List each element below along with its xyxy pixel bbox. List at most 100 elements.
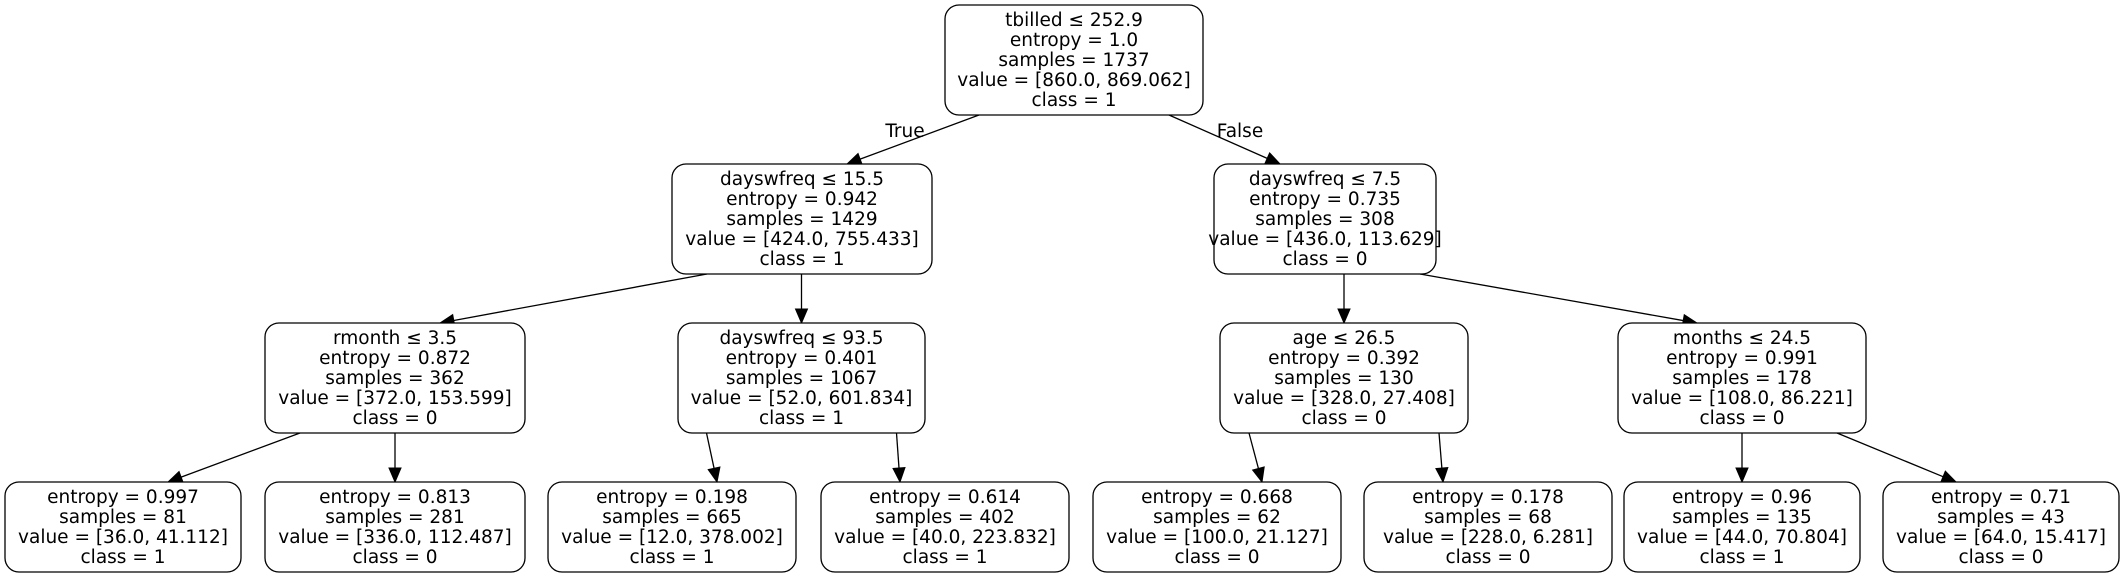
node-line: entropy = 0.991 (1666, 348, 1818, 369)
node-line: entropy = 1.0 (1010, 30, 1138, 51)
tree-edge-root-n2: False (1168, 114, 1282, 165)
node-line: class = 0 (353, 408, 438, 429)
edge-line (859, 114, 980, 160)
node-box (1623, 481, 1861, 573)
tree-edge-n5-l6 (1435, 432, 1449, 484)
node-line: value = [424.0, 755.433] (685, 229, 918, 250)
node-line: dayswfreq ≤ 7.5 (1249, 169, 1401, 190)
edge-line (1438, 432, 1443, 469)
tree-edge-n2-n5 (1337, 274, 1351, 325)
node-line: class = 1 (630, 547, 715, 568)
node-line: class = 0 (353, 547, 438, 568)
node-line: entropy = 0.401 (726, 348, 878, 369)
node-line: entropy = 0.813 (319, 487, 471, 508)
node-line: entropy = 0.71 (1931, 487, 2071, 508)
edge-line (1836, 432, 1944, 478)
arrowhead-icon (1251, 466, 1265, 484)
arrowhead-icon (1435, 466, 1449, 484)
node-line: samples = 1429 (726, 209, 877, 230)
node-line: value = [40.0, 223.832] (834, 527, 1056, 548)
node-line: samples = 1067 (726, 368, 877, 389)
node-box (944, 4, 1204, 116)
node-line: samples = 362 (325, 368, 464, 389)
node-line: entropy = 0.997 (47, 487, 199, 508)
edge-line (1248, 432, 1260, 469)
node-line: samples = 68 (1424, 507, 1552, 528)
node-line: class = 0 (1283, 249, 1368, 270)
tree-edge-n6-l8 (1836, 432, 1958, 483)
node-line: value = [36.0, 41.112] (18, 527, 228, 548)
node-line: entropy = 0.198 (596, 487, 748, 508)
edge-label-true: True (884, 121, 924, 142)
node-line: class = 0 (1700, 408, 1785, 429)
node-line: class = 1 (903, 547, 988, 568)
node-line: rmonth ≤ 3.5 (333, 328, 457, 349)
node-box (1219, 322, 1469, 434)
tree-edge-n4-l4 (892, 432, 906, 484)
node-box (4, 481, 242, 573)
node-line: entropy = 0.96 (1672, 487, 1812, 508)
node-line: class = 0 (1175, 547, 1260, 568)
edge-line (895, 432, 900, 469)
node-line: class = 1 (1032, 90, 1117, 111)
node-line: value = [860.0, 869.062] (957, 70, 1190, 91)
tree-edge-n6-l7 (1735, 433, 1749, 484)
node-line: dayswfreq ≤ 93.5 (719, 328, 883, 349)
node-line: class = 1 (760, 249, 845, 270)
node-line: entropy = 0.178 (1412, 487, 1564, 508)
node-line: value = [44.0, 70.804] (1637, 527, 1847, 548)
node-box (820, 481, 1070, 573)
node-line: class = 0 (1959, 547, 2044, 568)
tree-edge-n5-l5 (1248, 432, 1265, 484)
tree-edge-n4-l3 (705, 432, 721, 484)
node-line: value = [336.0, 112.487] (278, 527, 511, 548)
node-line: entropy = 0.872 (319, 348, 471, 369)
node-line: samples = 62 (1153, 507, 1281, 528)
node-line: value = [228.0, 6.281] (1383, 527, 1593, 548)
node-line: value = [372.0, 153.599] (278, 388, 511, 409)
arrowhead-icon (388, 467, 402, 484)
node-line: samples = 281 (325, 507, 464, 528)
node-line: class = 1 (81, 547, 166, 568)
arrowhead-icon (1940, 470, 1958, 483)
node-line: samples = 81 (59, 507, 187, 528)
node-line: value = [100.0, 21.127] (1106, 527, 1328, 548)
node-line: class = 0 (1446, 547, 1531, 568)
node-line: class = 0 (1302, 408, 1387, 429)
node-line: entropy = 0.668 (1141, 487, 1293, 508)
node-line: class = 1 (1700, 547, 1785, 568)
edge-line (180, 432, 301, 478)
node-line: months ≤ 24.5 (1673, 328, 1811, 349)
node-box (1617, 322, 1867, 434)
edge-label-false: False (1217, 121, 1263, 142)
node-box (264, 322, 526, 434)
node-box (1882, 481, 2120, 573)
node-box (1363, 481, 1613, 573)
node-box (1213, 163, 1437, 275)
node-line: value = [52.0, 601.834] (691, 388, 913, 409)
node-line: samples = 665 (602, 507, 741, 528)
edge-line (1419, 273, 1684, 322)
arrowhead-icon (1264, 151, 1282, 165)
node-box (547, 481, 797, 573)
edge-line (453, 273, 708, 322)
arrowhead-icon (1337, 308, 1351, 325)
node-line: value = [64.0, 15.417] (1896, 527, 2106, 548)
node-line: entropy = 0.614 (869, 487, 1021, 508)
node-line: entropy = 0.735 (1249, 189, 1401, 210)
